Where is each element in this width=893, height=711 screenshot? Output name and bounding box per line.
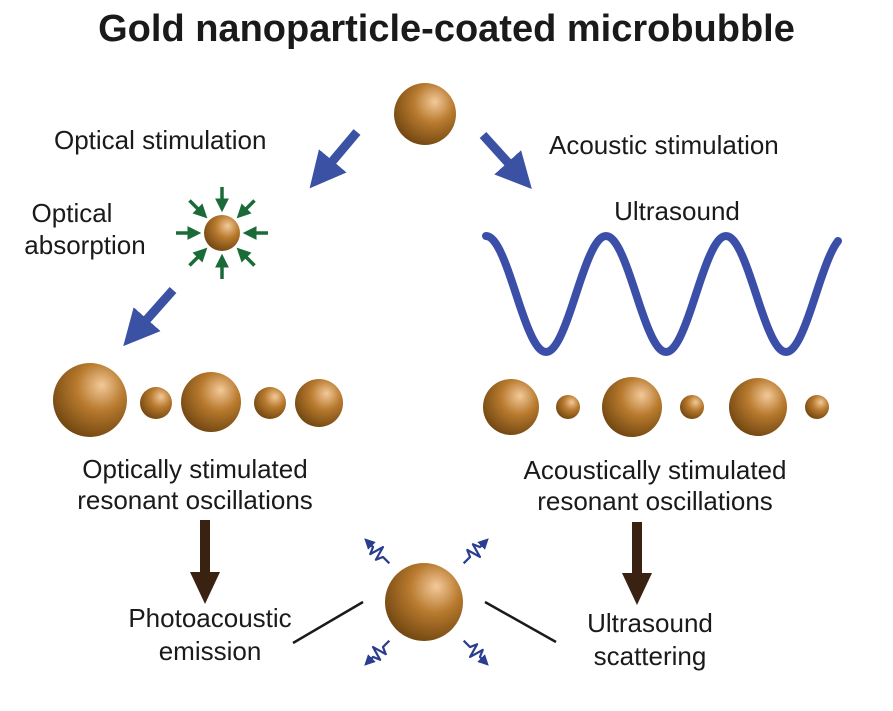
oscillating-bubble-small: [140, 387, 172, 419]
optical-absorption-label-line1: Optical: [31, 198, 113, 228]
optically-oscillations-label-line2: resonant oscillations: [77, 485, 313, 515]
absorption-arrow: [236, 199, 256, 219]
absorption-arrows: [176, 187, 268, 279]
optical-stimulation-label: Optical stimulation: [54, 125, 267, 155]
emitted-wavelets: [364, 538, 489, 666]
photoacoustic-emission-label-line1: Photoacoustic: [128, 603, 292, 633]
oscillating-bubble-small: [254, 387, 286, 419]
optically-oscillations-label-line1: Optically stimulated: [82, 454, 308, 484]
acoustically-oscillations-label-line1: Acoustically stimulated: [523, 455, 787, 485]
oscillating-bubble-small: [556, 395, 580, 419]
ultrasound-wave: [482, 231, 842, 357]
oscillating-bubble-large: [53, 363, 127, 437]
optical-oscillation-row: [53, 363, 343, 437]
absorption-arrow: [188, 247, 208, 267]
photoacoustic-connector-line: [292, 600, 364, 645]
oscillating-bubble-large: [181, 372, 241, 432]
acoustic-wavelet: [462, 639, 489, 666]
acoustically-oscillations-label-line2: resonant oscillations: [537, 486, 773, 516]
microbubble-bottom: [385, 563, 463, 641]
photoacoustic-emission-label-line2: emission: [158, 636, 262, 666]
acoustic-stimulation-label: Acoustic stimulation: [549, 130, 779, 160]
scattering-connector-line: [484, 600, 557, 644]
oscillating-bubble-small: [805, 395, 829, 419]
optical-stimulation-arrow: [309, 129, 361, 189]
oscillating-bubble-medium: [729, 378, 787, 436]
oscillating-bubble-medium: [295, 379, 343, 427]
acoustic-oscillation-row: [483, 377, 829, 437]
optical-absorption-group: [176, 187, 268, 279]
acoustic-stimulation-arrow: [479, 131, 532, 190]
ultrasound-scattering-label-line1: Ultrasound: [587, 608, 713, 638]
absorption-arrow: [236, 247, 256, 267]
figure-title: Gold nanoparticle-coated microbubble: [98, 8, 795, 50]
optical-absorption-label-line2: absorption: [24, 230, 146, 260]
oscillating-bubble-small: [680, 395, 704, 419]
ultrasound-scattering-label-line2: scattering: [593, 641, 707, 671]
microbubble-absorbing: [204, 215, 240, 251]
absorption-arrow: [188, 199, 208, 219]
oscillation-arrow-optical: [123, 287, 177, 347]
acoustic-wavelet: [364, 639, 391, 666]
ultrasound-label: Ultrasound: [614, 196, 740, 226]
acoustic-wavelet: [462, 538, 489, 565]
microbubble-top: [394, 83, 456, 145]
acoustic-wavelet: [364, 538, 391, 565]
oscillating-bubble-medium: [602, 377, 662, 437]
oscillating-bubble-medium: [483, 379, 539, 435]
